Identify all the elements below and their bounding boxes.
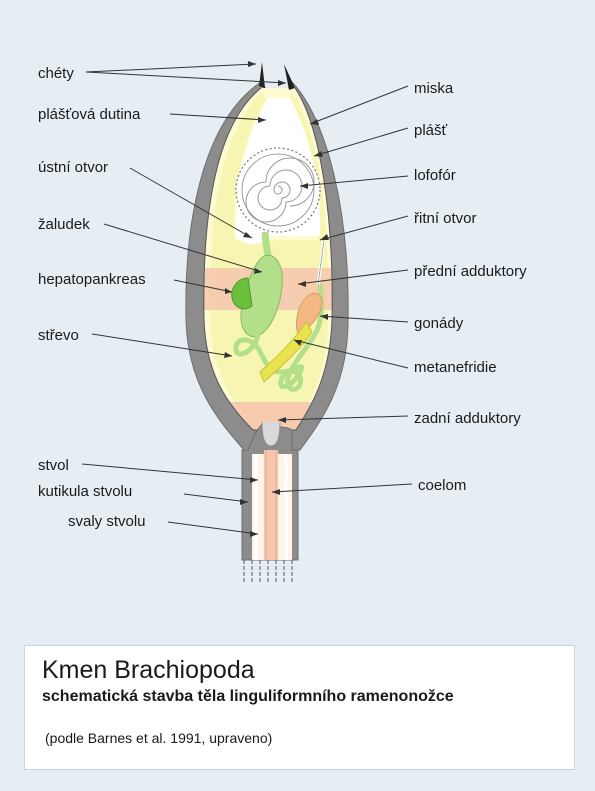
metanephridium	[259, 321, 313, 383]
label-coelom: coelom	[418, 477, 466, 494]
label-gonads: gonády	[414, 315, 464, 332]
caption-box: Kmen Brachiopoda schematická stavba těla…	[24, 645, 575, 770]
stalk-fibres	[243, 560, 293, 582]
intestine	[233, 282, 324, 392]
leader-lines	[81, 63, 413, 535]
label-hepatopancreas: hepatopankreas	[38, 271, 146, 288]
label-mantle-cavity: plášťová dutina	[38, 106, 141, 123]
label-setae: chéty	[38, 65, 74, 82]
label-pedicle-muscles: svaly stvolu	[68, 513, 146, 530]
label-anterior-adductors: přední adduktory	[414, 263, 527, 280]
label-metanephridia: metanefridie	[414, 359, 497, 376]
label-mantle: plášť	[414, 122, 448, 139]
label-anus: řitní otvor	[414, 210, 477, 227]
caption-subtitle: schematická stavba těla linguliformního …	[42, 688, 454, 705]
caption-title: Kmen Brachiopoda	[42, 656, 255, 684]
lophophore	[235, 147, 321, 233]
label-stomach: žaludek	[38, 216, 90, 233]
caption-source: (podle Barnes et al. 1991, upraveno)	[45, 730, 273, 746]
setae-right	[284, 64, 295, 90]
gonads	[296, 293, 323, 337]
label-lophophore: lofofór	[414, 167, 456, 184]
label-shell: miska	[414, 80, 454, 97]
label-intestine: střevo	[38, 327, 79, 344]
hepatopancreas	[231, 277, 253, 310]
label-posterior-adductors: zadní adduktory	[414, 410, 521, 427]
label-mouth: ústní otvor	[38, 159, 108, 176]
pedicle	[241, 421, 299, 561]
arrowheads	[224, 61, 329, 537]
label-pedicle-cuticle: kutikula stvolu	[38, 483, 132, 500]
setae-left	[259, 62, 265, 88]
label-pedicle: stvol	[38, 457, 69, 474]
